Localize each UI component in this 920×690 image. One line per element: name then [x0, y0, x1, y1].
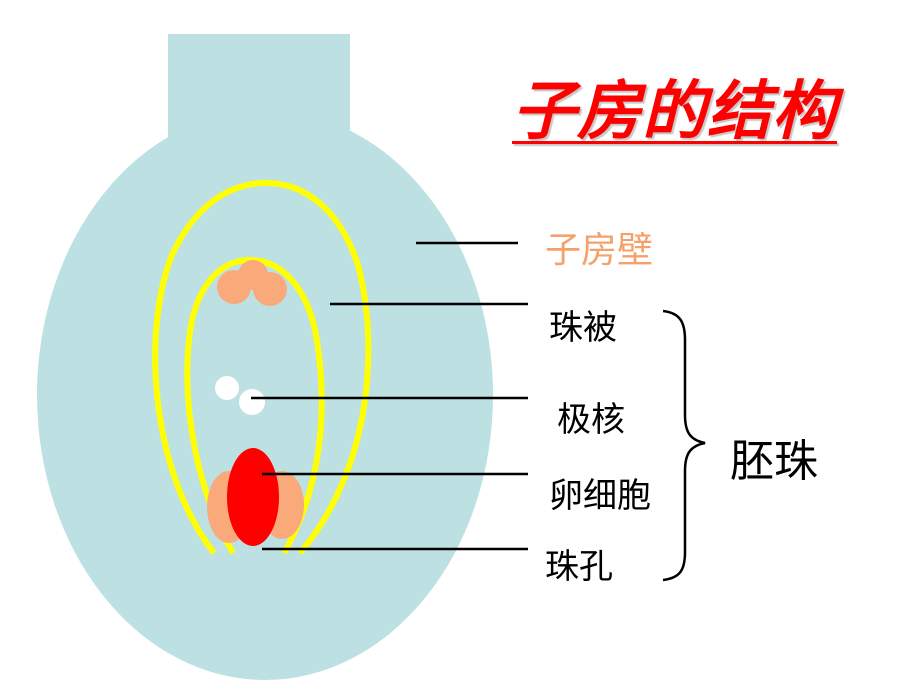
- egg-apparatus: [207, 448, 304, 546]
- ovary-wall: [37, 110, 493, 680]
- antipodal-cells: [217, 260, 287, 306]
- label-micropyle: 珠孔: [545, 547, 613, 587]
- label-ovule: 胚珠: [730, 436, 818, 487]
- egg-cell-shape: [227, 448, 279, 546]
- diagram-title: 子房的结构: [512, 74, 837, 149]
- leader-lines: [251, 241, 528, 551]
- ovary: [37, 34, 493, 680]
- label-egg-cell: 卵细胞: [549, 476, 651, 516]
- inner-integument: [184, 256, 325, 555]
- label-ovary-wall: 子房壁: [545, 230, 654, 271]
- label-polar-nuclei: 极核: [557, 400, 625, 440]
- ovule-brace: [662, 309, 706, 582]
- label-integument: 珠被: [549, 308, 617, 348]
- outer-integument: [152, 179, 372, 555]
- polar-nuclei: [215, 376, 265, 415]
